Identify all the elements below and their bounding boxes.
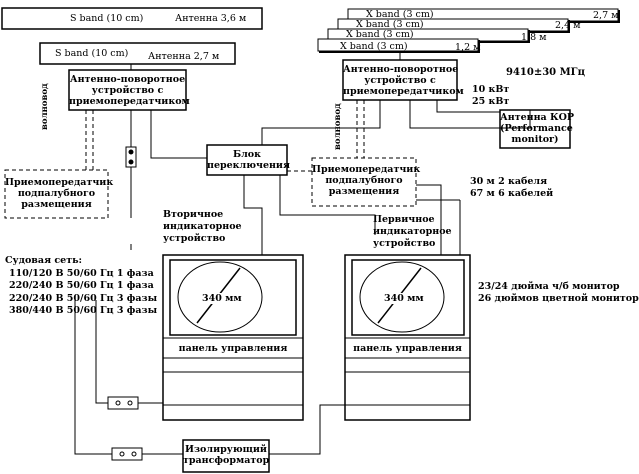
x-band-12-size: 1,2 м [455, 42, 481, 53]
turning-unit-right-line3: приемопередатчиком [343, 86, 464, 97]
kor-antenna-line1: Антенна КОР [500, 112, 575, 123]
x-band-27-label: X band (3 cm) [366, 9, 434, 20]
primary-display-line2: индикаторное [373, 226, 452, 237]
secondary-control-panel [162, 337, 304, 359]
s-band-36-label: S band (10 cm) [70, 13, 144, 24]
screen-size-right: 340 мм [384, 293, 424, 304]
screen-size-left: 340 мм [202, 293, 242, 304]
transformer: Изолирующий трансформатор [183, 444, 269, 466]
s-band-antenna-27-box [39, 42, 236, 65]
turning-unit-right-box [342, 59, 458, 101]
kor-antenna-line3: monitor) [511, 134, 559, 145]
primary-display-line1: Первичное [373, 214, 435, 225]
primary-display-screen [351, 259, 465, 336]
power-25kw: 25 кВт [472, 96, 510, 107]
cables-30m: 30 м 2 кабеля [470, 176, 548, 187]
kor-antenna-line2: (Performance [500, 123, 573, 134]
x-band-24-label: X band (3 cm) [356, 19, 424, 30]
primary-control-panel [344, 337, 471, 359]
monitor-bw: 23/24 дюйма ч/б монитор [478, 281, 620, 292]
below-deck-right-line2: подпалубного [325, 175, 403, 186]
control-panel-left-label: панель управления [178, 343, 288, 354]
turning-unit-left-line2: устройство с [91, 85, 164, 96]
x-band-24-size: 2,4 м [555, 20, 581, 31]
below-deck-right: Приемопередатчик подпалубного размещения [312, 164, 421, 197]
switch-unit-box [206, 144, 288, 176]
primary-display-line3: устройство [373, 238, 436, 249]
antenna-27-label: Антенна 2,7 м [148, 51, 220, 62]
switch-unit-line2: переключения [207, 160, 290, 171]
x-band-12-label: X band (3 cm) [340, 41, 408, 52]
below-deck-left: Приемопередатчик подпалубного размещения [5, 177, 114, 210]
below-deck-left-line3: размещения [21, 199, 92, 210]
turning-unit-left: Антенно-поворотное устройство с приемопе… [69, 74, 190, 107]
control-panel-right-label: панель управления [353, 343, 462, 354]
x-band-27-size: 2,7 м [593, 10, 619, 21]
switch-unit-line1: Блок [232, 149, 261, 160]
transformer-box [182, 439, 270, 473]
below-deck-left-line2: подпалубного [17, 188, 96, 199]
below-deck-right-line3: размещения [328, 186, 400, 197]
ship-power-row: 220/240 В 50/60 Гц 1 фаза [9, 280, 154, 291]
secondary-display-label: Вторичное индикаторное устройство [163, 209, 242, 245]
kor-antenna: Антенна КОР (Performance monitor) [500, 112, 575, 145]
x-band-18-label: X band (3 cm) [346, 29, 414, 40]
ship-power: Судовая сеть: 110/120 В 50/60 Гц 1 фаза … [5, 255, 157, 318]
waveguide-left-label: волновод [40, 83, 50, 130]
below-deck-left-line1: Приемопередатчик [5, 177, 114, 188]
s-band-27-label: S band (10 cm) [55, 48, 129, 59]
turning-unit-left-line1: Антенно-поворотное [69, 74, 186, 85]
primary-display-label: Первичное индикаторное устройство [373, 214, 452, 250]
ship-power-row: 380/440 В 50/60 Гц 3 фазы [9, 305, 158, 316]
switch-unit: Блок переключения [207, 149, 290, 171]
antenna-36-label: Антенна 3,6 м [175, 13, 247, 24]
transformer-line2: трансформатор [183, 455, 270, 466]
below-deck-right-line1: Приемопередатчик [312, 164, 421, 175]
secondary-display-line2: индикаторное [163, 221, 242, 232]
turning-unit-right: Антенно-поворотное устройство с приемопе… [343, 64, 464, 97]
x-band-antennas [317, 8, 620, 53]
secondary-display-line3: устройство [163, 233, 226, 244]
cables-67m: 67 м 6 кабелей [470, 188, 554, 199]
secondary-display-line1: Вторичное [163, 209, 224, 220]
ship-power-row: 110/120 В 50/60 Гц 1 фаза [9, 267, 154, 279]
fuse-primary [111, 447, 143, 461]
power-10kw: 10 кВт [472, 84, 510, 95]
secondary-display-screen [169, 259, 297, 336]
turning-unit-left-line3: приемопередатчиком [69, 96, 190, 107]
fuse-secondary [107, 396, 139, 410]
x-band-18-size: 1,8 м [521, 32, 547, 43]
turning-unit-right-line1: Антенно-поворотное [343, 64, 459, 75]
frequency-label: 9410±30 МГц [506, 67, 585, 78]
kor-antenna-box [499, 109, 571, 149]
s-band-antenna-36-box [1, 7, 263, 30]
turning-unit-right-line2: устройство с [364, 75, 436, 86]
monitor-color: 26 дюймов цветной монитор [478, 293, 639, 304]
transformer-line1: Изолирующий [185, 444, 267, 455]
ship-power-row: 220/240 В 50/60 Гц 3 фазы [9, 292, 158, 304]
below-deck-left-box [4, 169, 109, 219]
ship-power-title: Судовая сеть: [5, 255, 83, 266]
below-deck-right-box [311, 157, 417, 207]
monitors-label: 23/24 дюйма ч/б монитор 26 дюймов цветно… [478, 281, 639, 305]
turning-unit-left-box [68, 69, 187, 111]
waveguide-right-label: волновод [333, 103, 343, 150]
